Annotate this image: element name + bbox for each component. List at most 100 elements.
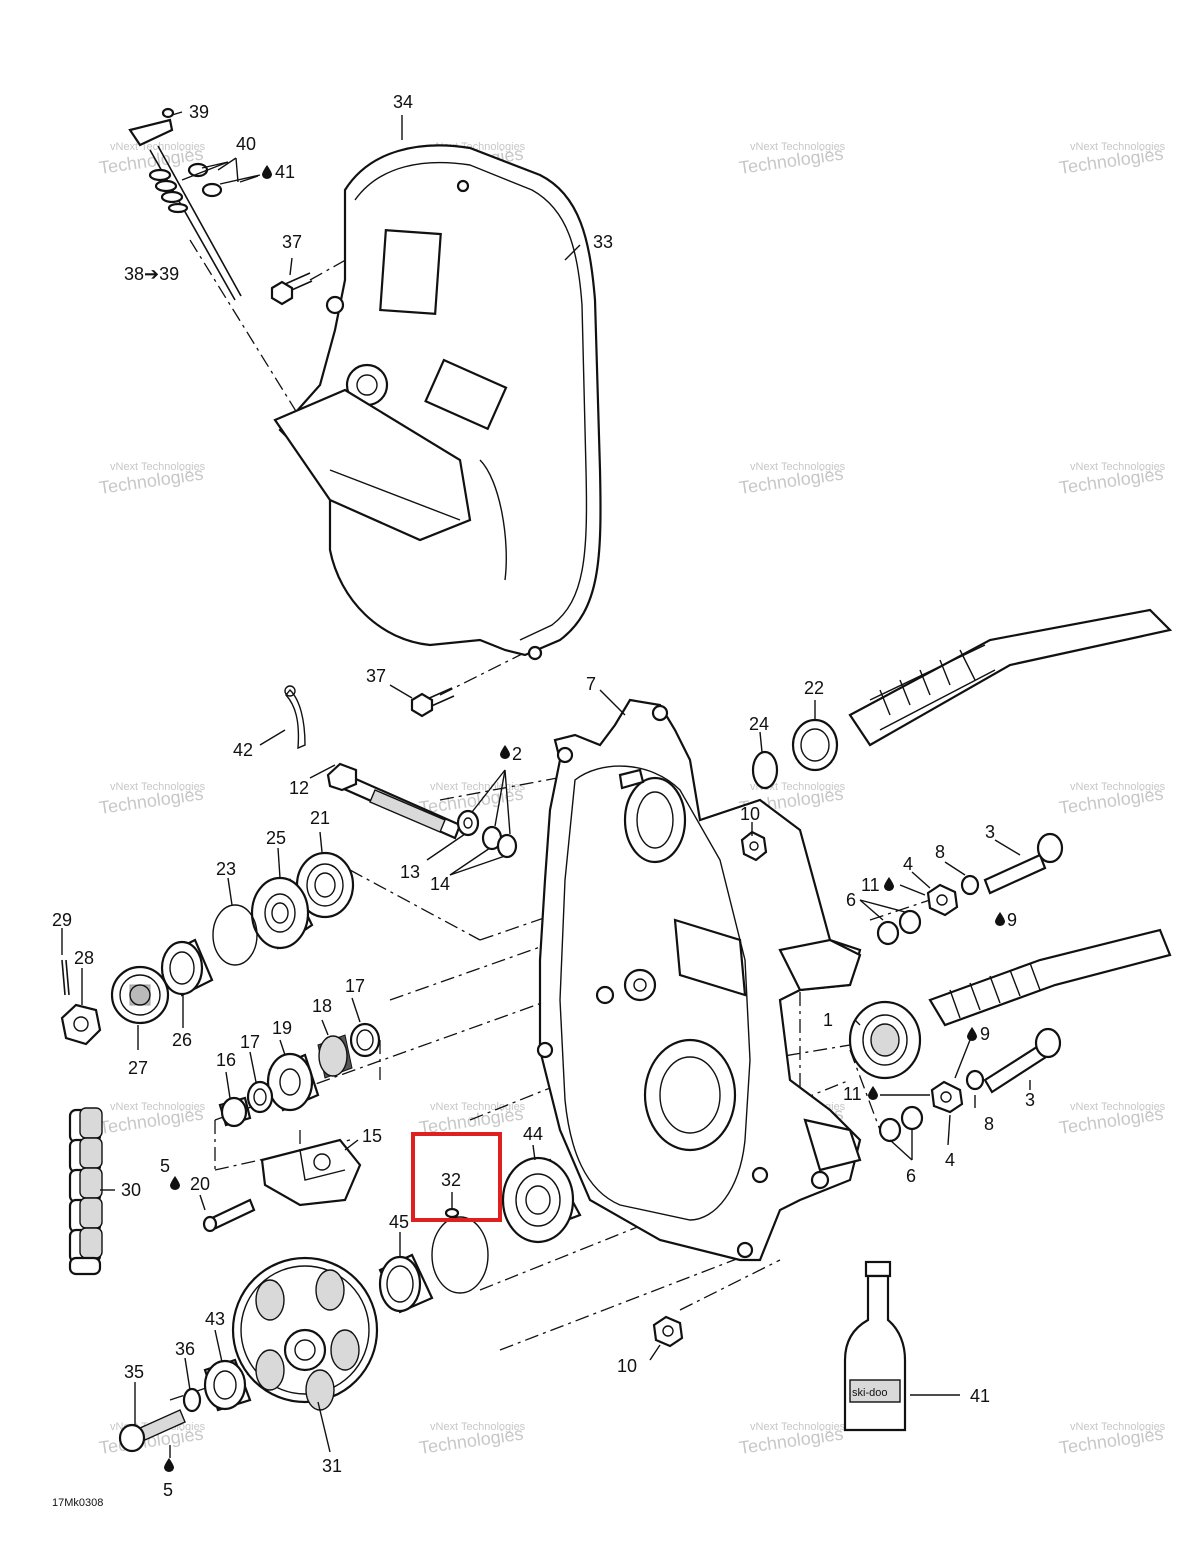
svg-text:vNext Technologies: vNext Technologies bbox=[110, 1101, 206, 1113]
callout-5-lower: 5 bbox=[163, 1480, 173, 1500]
watermark: vNext Technologies Technologies bbox=[98, 461, 206, 498]
snap-ring-32 bbox=[431, 1207, 489, 1294]
seal-22 bbox=[791, 718, 839, 772]
bottle-brand: ski-doo bbox=[852, 1387, 887, 1399]
callout-labels: 39 40 41 38➔39 34 33 37 37 7 22 24 42 12… bbox=[52, 92, 1035, 1500]
svg-text:vNext Technologies: vNext Technologies bbox=[110, 461, 206, 473]
callout-6-lower: 6 bbox=[906, 1166, 916, 1186]
callout-7: 7 bbox=[586, 674, 596, 694]
oil-drop-icon bbox=[170, 1176, 180, 1190]
oil-drop-icon bbox=[967, 1027, 977, 1041]
snap-ring-23 bbox=[212, 904, 258, 966]
svg-text:vNext Technologies: vNext Technologies bbox=[1070, 1421, 1166, 1433]
svg-text:vNext Technologies: vNext Technologies bbox=[750, 461, 846, 473]
nut-4-lower bbox=[930, 1080, 964, 1114]
oil-drop-icon bbox=[995, 912, 1005, 926]
callout-45: 45 bbox=[389, 1212, 409, 1232]
callout-9-lower: 9 bbox=[980, 1024, 990, 1044]
highlight-box-part-32[interactable] bbox=[411, 1132, 502, 1222]
callout-11-lower: 11 bbox=[843, 1084, 862, 1104]
bolt-20 bbox=[202, 1198, 256, 1233]
svg-text:vNext Technologies: vNext Technologies bbox=[110, 781, 206, 793]
callout-13: 13 bbox=[400, 862, 420, 882]
bushing-16 bbox=[218, 1096, 252, 1128]
o-ring-24 bbox=[751, 750, 779, 790]
bolt-37-top bbox=[270, 272, 313, 306]
watermark: vNext Technologies Technologies bbox=[1058, 1421, 1166, 1458]
callout-29: 29 bbox=[52, 910, 72, 930]
callout-10-top: 10 bbox=[740, 804, 760, 824]
callout-18: 18 bbox=[312, 996, 332, 1016]
callout-15: 15 bbox=[362, 1126, 382, 1146]
watermark: vNext Technologies Technologies bbox=[738, 141, 846, 178]
callout-20: 20 bbox=[190, 1174, 210, 1194]
washer-8-lower bbox=[965, 1069, 985, 1091]
figure-code: 17Mk0308 bbox=[52, 1497, 103, 1509]
washer-13 bbox=[456, 809, 480, 837]
callout-12: 12 bbox=[289, 778, 309, 798]
callout-31: 31 bbox=[322, 1456, 342, 1476]
watermark: vNext Technologies Technologies bbox=[98, 781, 206, 818]
nut-28 bbox=[60, 1003, 102, 1046]
seal-1 bbox=[848, 1000, 922, 1080]
callout-4-upper: 4 bbox=[903, 854, 913, 874]
callout-35: 35 bbox=[124, 1362, 144, 1382]
driven-shaft-upper bbox=[848, 608, 1173, 747]
callout-34: 34 bbox=[393, 92, 413, 112]
callout-11-upper: 11 bbox=[861, 875, 880, 895]
svg-text:vNext Technologies: vNext Technologies bbox=[1070, 461, 1166, 473]
watermark: vNext Technologies Technologies bbox=[98, 1101, 206, 1138]
chain-case-cover bbox=[273, 144, 602, 661]
chain-30 bbox=[68, 1107, 103, 1276]
callout-24: 24 bbox=[749, 714, 769, 734]
watermark: vNext Technologies Technologies bbox=[738, 461, 846, 498]
nut-10-top bbox=[740, 830, 768, 862]
svg-text:vNext Technologies: vNext Technologies bbox=[1070, 781, 1166, 793]
roller-19 bbox=[266, 1052, 320, 1112]
o-rings-14 bbox=[481, 825, 518, 859]
callout-1: 1 bbox=[823, 1010, 833, 1030]
callout-6-upper: 6 bbox=[846, 890, 856, 910]
sprocket-31 bbox=[231, 1256, 379, 1411]
callout-23: 23 bbox=[216, 859, 236, 879]
callout-16: 16 bbox=[216, 1050, 236, 1070]
callout-37-top: 37 bbox=[282, 232, 302, 252]
bolt-3-lower bbox=[983, 1027, 1062, 1094]
svg-text:vNext Technologies: vNext Technologies bbox=[430, 1101, 526, 1113]
callout-14: 14 bbox=[430, 874, 450, 894]
svg-text:vNext Technologies: vNext Technologies bbox=[1070, 141, 1166, 153]
callout-44: 44 bbox=[523, 1124, 543, 1144]
svg-text:vNext Technologies: vNext Technologies bbox=[750, 141, 846, 153]
callout-25: 25 bbox=[266, 828, 286, 848]
watermark: vNext Technologies Technologies bbox=[1058, 1101, 1166, 1138]
bolt-37-bottom bbox=[410, 687, 455, 718]
callout-37-bottom: 37 bbox=[366, 666, 386, 686]
oil-drop-icon bbox=[868, 1086, 878, 1100]
washer-17-upper bbox=[349, 1022, 381, 1058]
bolt-3-upper bbox=[983, 832, 1064, 895]
washer-17-lower bbox=[246, 1080, 274, 1114]
sprocket-27 bbox=[110, 965, 170, 1025]
watermark: vNext Technologies Technologies bbox=[1058, 141, 1166, 178]
bearing-44 bbox=[501, 1156, 582, 1244]
watermark: vNext Technologies Technologies bbox=[418, 1421, 526, 1458]
tensioner-bracket-15 bbox=[260, 1138, 362, 1207]
bushing-26 bbox=[160, 938, 214, 997]
callout-36: 36 bbox=[175, 1339, 195, 1359]
callout-43: 43 bbox=[205, 1309, 225, 1329]
callout-22: 22 bbox=[804, 678, 824, 698]
cotter-pin-42 bbox=[284, 685, 306, 750]
callout-9-upper: 9 bbox=[1007, 910, 1017, 930]
callout-30: 30 bbox=[121, 1180, 141, 1200]
adjuster-bolt-12 bbox=[326, 762, 462, 840]
callout-41: 41 bbox=[275, 162, 295, 182]
callout-21: 21 bbox=[310, 808, 330, 828]
oil-bottle-41: ski-doo bbox=[843, 1260, 907, 1432]
callout-17-upper: 17 bbox=[345, 976, 365, 996]
watermark: vNext Technologies Technologies bbox=[1058, 781, 1166, 818]
needle-bearing-18 bbox=[317, 1034, 353, 1079]
callout-26: 26 bbox=[172, 1030, 192, 1050]
washer-8-upper bbox=[960, 874, 980, 896]
callout-41-bottle: 41 bbox=[970, 1386, 990, 1406]
